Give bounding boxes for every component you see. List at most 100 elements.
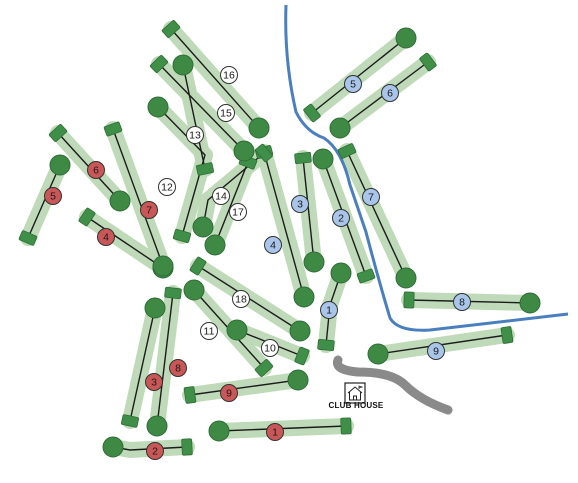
hole-marker-red-3[interactable]: 3: [145, 373, 163, 391]
hole-number: 6: [387, 88, 393, 100]
green-red-5[interactable]: [49, 154, 71, 176]
club-house[interactable]: [344, 382, 366, 404]
hole-number: 13: [189, 130, 201, 142]
tee-box-white-11[interactable]: [254, 359, 274, 377]
tee-box-red-8[interactable]: [164, 286, 182, 300]
green-red-9[interactable]: [287, 369, 309, 391]
green-blue-4[interactable]: [293, 286, 315, 308]
green-white-18[interactable]: [289, 320, 311, 342]
hole-line-red-8: [156, 292, 174, 427]
tees-layer: [18, 20, 514, 456]
green-white-16[interactable]: [248, 117, 270, 139]
hole-marker-white-11[interactable]: 11: [200, 322, 218, 340]
green-white-11[interactable]: [183, 279, 205, 301]
tee-box-red-7[interactable]: [103, 121, 123, 137]
hole-marker-red-2[interactable]: 2: [146, 442, 164, 460]
hole-marker-blue-2[interactable]: 2: [332, 209, 350, 227]
hole-marker-circle: [381, 84, 399, 102]
hole-marker-blue-9[interactable]: 9: [427, 342, 445, 360]
tee-box-blue-1[interactable]: [317, 338, 335, 352]
hole-marker-red-8[interactable]: 8: [169, 359, 187, 377]
hole-number: 12: [161, 182, 173, 194]
green-white-17[interactable]: [204, 234, 226, 256]
hole-marker-blue-4[interactable]: 4: [264, 236, 282, 254]
tee-box-blue-8[interactable]: [403, 291, 415, 309]
tee-box-white-15[interactable]: [150, 55, 168, 73]
hole-marker-red-1[interactable]: 1: [266, 423, 284, 441]
hole-line-white-15: [158, 63, 245, 152]
green-white-12[interactable]: [147, 96, 169, 118]
green-blue-9[interactable]: [367, 343, 389, 365]
hole-marker-white-12[interactable]: 12: [158, 178, 176, 196]
hole-line-red-3: [129, 307, 156, 422]
tee-box-red-9[interactable]: [183, 386, 197, 404]
tee-box-white-18[interactable]: [189, 256, 207, 276]
tee-box-blue-5[interactable]: [303, 103, 321, 123]
hole-marker-white-15[interactable]: 15: [217, 104, 235, 122]
hole-marker-blue-7[interactable]: 7: [362, 188, 380, 206]
tee-box-blue-6[interactable]: [419, 52, 437, 72]
green-red-8[interactable]: [146, 415, 168, 437]
hole-marker-red-4[interactable]: 4: [97, 228, 115, 246]
green-blue-5[interactable]: [395, 27, 417, 49]
hole-marker-red-5[interactable]: 5: [44, 187, 62, 205]
hole-marker-white-13[interactable]: 13: [186, 126, 204, 144]
green-blue-2[interactable]: [312, 148, 334, 170]
hole-number: 5: [350, 79, 356, 91]
hole-marker-blue-1[interactable]: 1: [320, 301, 338, 319]
hole-number: 18: [235, 294, 247, 306]
tee-box-red-1[interactable]: [340, 417, 352, 435]
tee-box-red-4[interactable]: [78, 207, 96, 227]
hole-marker-blue-6[interactable]: 6: [381, 84, 399, 102]
tee-box-white-16[interactable]: [161, 20, 181, 38]
tee-box-blue-3[interactable]: [294, 151, 312, 165]
tee-box-white-10[interactable]: [294, 346, 310, 366]
tee-box-blue-7[interactable]: [337, 143, 357, 159]
green-red-2[interactable]: [102, 436, 124, 458]
hole-marker-blue-5[interactable]: 5: [344, 75, 362, 93]
green-red-3[interactable]: [144, 297, 166, 319]
hole-number: 3: [297, 199, 303, 211]
hole-marker-white-14[interactable]: 14: [212, 187, 230, 205]
tee-box-white-13[interactable]: [196, 162, 214, 176]
green-white-15[interactable]: [233, 140, 255, 162]
green-red-7[interactable]: [152, 255, 174, 277]
hole-marker-red-7[interactable]: 7: [140, 201, 158, 219]
hole-marker-circle: [427, 342, 445, 360]
tee-box-red-2[interactable]: [181, 438, 193, 456]
hole-marker-red-9[interactable]: 9: [220, 384, 238, 402]
tee-box-red-5[interactable]: [18, 230, 38, 246]
tee-box-red-3[interactable]: [120, 414, 140, 428]
hole-marker-circle: [332, 209, 350, 227]
hole-marker-circle: [344, 75, 362, 93]
tee-box-white-14[interactable]: [255, 143, 273, 163]
hole-marker-white-18[interactable]: 18: [232, 290, 250, 308]
tee-box-red-6[interactable]: [48, 124, 68, 142]
green-white-13[interactable]: [172, 54, 194, 76]
tee-box-white-12[interactable]: [172, 228, 192, 244]
green-white-14[interactable]: [192, 216, 214, 238]
green-blue-3[interactable]: [303, 251, 325, 273]
hole-marker-blue-8[interactable]: 8: [453, 293, 471, 311]
green-blue-1[interactable]: [330, 262, 352, 284]
hole-marker-blue-3[interactable]: 3: [291, 195, 309, 213]
green-blue-8[interactable]: [519, 292, 541, 314]
tee-box-blue-2[interactable]: [356, 268, 376, 284]
hole-line-white-13: [182, 64, 206, 170]
green-blue-7[interactable]: [395, 267, 417, 289]
hole-number: 11: [204, 326, 215, 338]
tee-box-blue-9[interactable]: [500, 326, 514, 344]
green-blue-6[interactable]: [329, 117, 351, 139]
hole-marker-circle: [217, 104, 235, 122]
hole-number: 3: [151, 377, 157, 389]
hole-marker-white-10[interactable]: 10: [261, 339, 279, 357]
hole-marker-red-6[interactable]: 6: [87, 161, 105, 179]
hole-line-blue-5: [311, 37, 407, 114]
hole-marker-white-16[interactable]: 16: [220, 66, 238, 84]
green-white-10[interactable]: [226, 319, 248, 341]
hole-number: 14: [215, 191, 227, 203]
green-red-1[interactable]: [208, 420, 230, 442]
hole-marker-white-17[interactable]: 17: [229, 203, 247, 221]
green-red-6[interactable]: [109, 190, 131, 212]
